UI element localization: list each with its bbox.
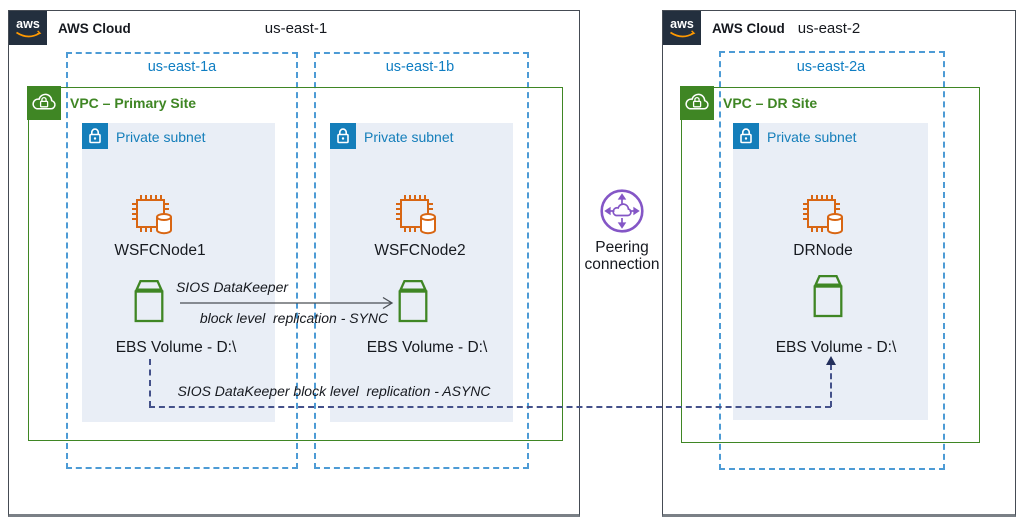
az-box-us-east-1b: [314, 52, 529, 469]
vpc-box-dr: [681, 87, 980, 443]
peering-label-line1: Peering: [595, 239, 649, 256]
az-label-us-east-2a: us-east-2a: [796, 59, 866, 75]
aws-logo-text: aws: [16, 17, 40, 31]
async-arrowhead-icon: [826, 356, 836, 365]
sync-replication-detail: block level replication - SYNC: [199, 310, 389, 326]
ec2-instance-icon-drnode: [803, 195, 843, 235]
vpc-box-primary: [28, 87, 563, 441]
vpc-icon: [27, 86, 61, 120]
async-replication-label: SIOS DataKeeper block level replication …: [177, 383, 491, 399]
ebs-volume-icon-1: [134, 279, 164, 323]
region-label-us-east-1: us-east-1: [264, 20, 328, 37]
sync-replication-title: SIOS DataKeeper: [175, 279, 289, 295]
node-label-wsfcnode2: WSFCNode2: [374, 242, 466, 259]
aws-logo-icon: aws: [663, 11, 701, 45]
sync-replication-arrow: [180, 296, 394, 310]
private-subnet-1: [82, 123, 275, 422]
peering-connection-label: Peering connection: [585, 239, 660, 274]
private-subnet-lock-icon: [733, 123, 759, 149]
private-subnet-dr-label: Private subnet: [767, 129, 857, 145]
region-label-us-east-2: us-east-2: [797, 20, 861, 37]
node-label-wsfcnode1: WSFCNode1: [114, 242, 206, 259]
ebs-volume-icon-dr: [813, 274, 843, 318]
private-subnet-lock-icon: [330, 123, 356, 149]
az-box-us-east-1a: [66, 52, 298, 469]
async-path-segment-across: [149, 406, 831, 408]
ebs-volume-label-dr: EBS Volume - D:\: [775, 339, 897, 356]
private-subnet-2: [330, 123, 513, 422]
az-label-us-east-1a: us-east-1a: [147, 59, 217, 75]
private-subnet-lock-icon: [82, 123, 108, 149]
aws-logo-icon: aws: [9, 11, 47, 45]
peering-connection-icon: [600, 189, 644, 233]
ec2-instance-icon-wsfcnode1: [132, 195, 172, 235]
private-subnet-1-label: Private subnet: [116, 129, 206, 145]
async-path-segment-up: [830, 364, 832, 407]
aws-logo-text: aws: [670, 17, 694, 31]
node-label-drnode: DRNode: [793, 242, 853, 259]
vpc-label-dr: VPC – DR Site: [723, 95, 818, 111]
ec2-instance-icon-wsfcnode2: [396, 195, 436, 235]
vpc-label-primary: VPC – Primary Site: [70, 95, 197, 111]
ebs-volume-icon-2: [398, 279, 428, 323]
ebs-volume-label-1: EBS Volume - D:\: [115, 339, 237, 356]
private-subnet-2-label: Private subnet: [364, 129, 454, 145]
az-label-us-east-1b: us-east-1b: [385, 59, 455, 75]
peering-label-line2: connection: [584, 256, 660, 274]
ebs-volume-label-2: EBS Volume - D:\: [366, 339, 488, 356]
az-box-us-east-2a: [719, 51, 945, 470]
vpc-icon: [680, 86, 714, 120]
async-path-segment-down: [149, 359, 151, 407]
aws-cloud-title-primary: AWS Cloud: [58, 21, 131, 36]
aws-cloud-title-dr: AWS Cloud: [712, 21, 785, 36]
